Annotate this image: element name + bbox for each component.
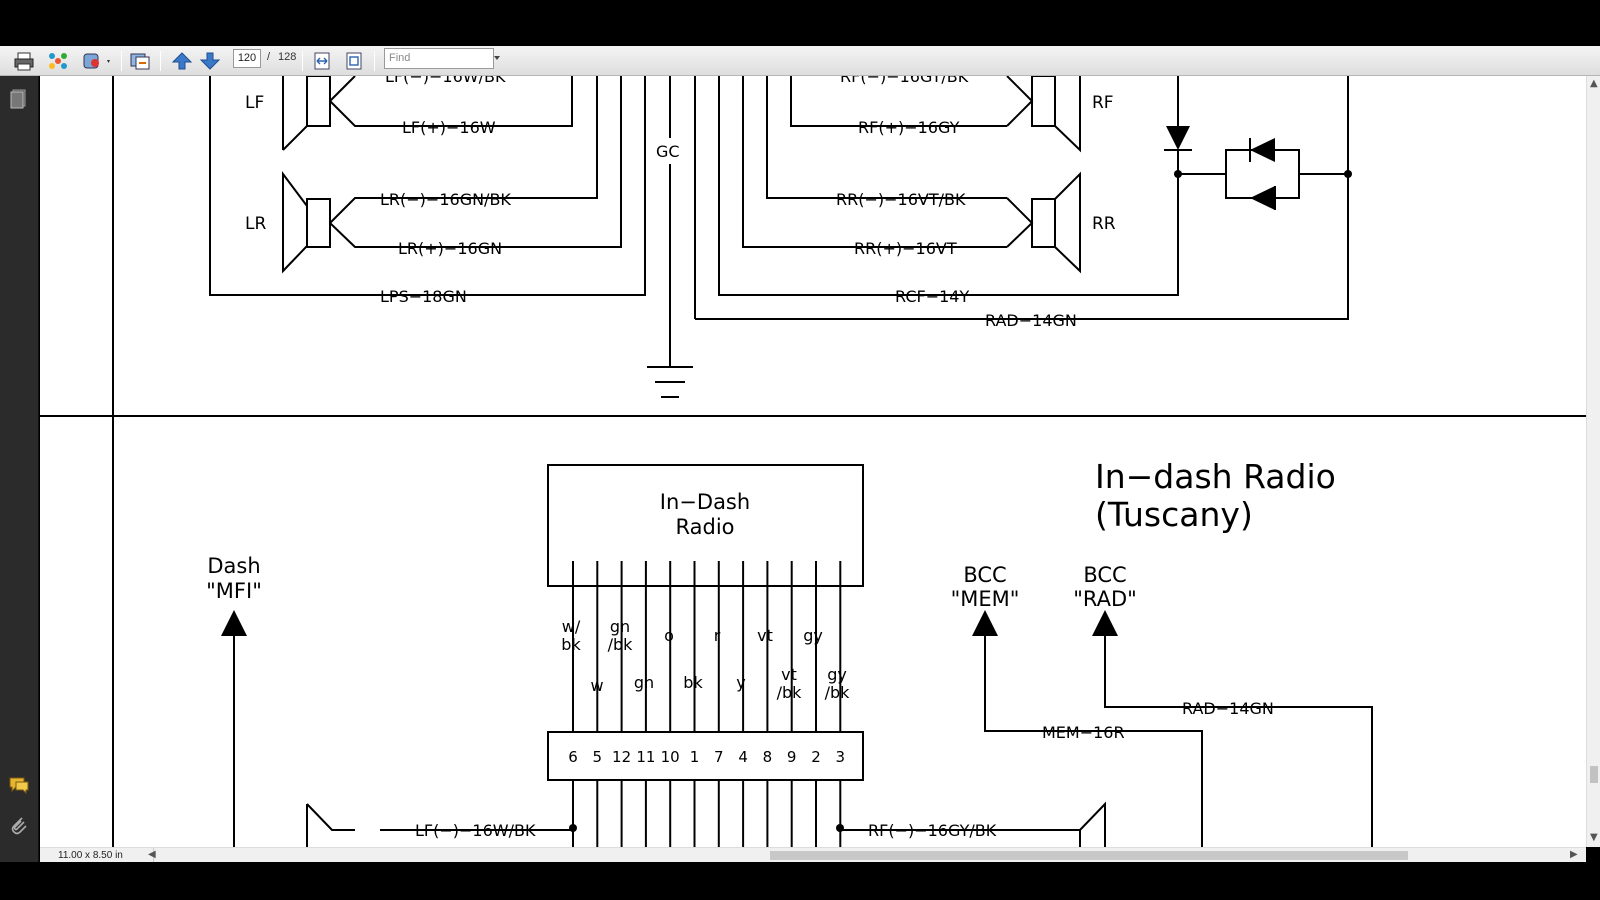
- pin-number: 1: [690, 748, 700, 766]
- wire-color-label: w/: [562, 617, 581, 636]
- toolbar: [0, 46, 1600, 116]
- radio-box-title-line2: Radio: [675, 515, 734, 539]
- wire-color-label: /bk: [777, 683, 803, 702]
- pin-number: 2: [811, 748, 821, 766]
- scroll-left-icon[interactable]: ◀: [148, 849, 156, 860]
- navigation-pane: [0, 76, 39, 862]
- pin-number: 6: [568, 748, 578, 766]
- attachments-icon[interactable]: [8, 814, 30, 836]
- page-number-input[interactable]: 120: [233, 49, 261, 68]
- wire-label-lf-pos: LF(+)−16W: [402, 118, 496, 137]
- dash-mfi-label-line2: "MFI": [206, 579, 262, 603]
- wire-color-label: /bk: [608, 635, 634, 654]
- wire-label-gc: GC: [656, 142, 680, 161]
- horizontal-scroll-thumb[interactable]: [770, 851, 1408, 860]
- pin-number: 3: [836, 748, 846, 766]
- bcc-mem-label-line1: BCC: [963, 563, 1006, 587]
- wire-color-label: vt: [781, 665, 797, 684]
- scroll-down-icon[interactable]: ▼: [1590, 832, 1598, 843]
- collaborate-icon[interactable]: [46, 50, 70, 72]
- speaker-lf-label: LF: [245, 93, 264, 113]
- wire-label-rf-neg-bottom: RF(−)−16GY/BK: [868, 821, 997, 840]
- page-separator: /: [267, 51, 271, 63]
- vertical-scrollbar[interactable]: ▲ ▼: [1586, 76, 1600, 847]
- wire-color-label: gy: [827, 665, 847, 684]
- find-dropdown-icon[interactable]: [494, 56, 500, 60]
- wire-label-rf-neg: RF(−)−16GY/BK: [840, 76, 969, 86]
- pages-icon[interactable]: [8, 88, 30, 110]
- speaker-lr-label: LR: [245, 214, 266, 234]
- find-input[interactable]: Find: [384, 48, 494, 69]
- share-icon[interactable]: [128, 50, 152, 72]
- wire-label-mem: MEM−16R: [1042, 723, 1125, 742]
- wire-label-lr-neg: LR(−)−16GN/BK: [380, 190, 511, 209]
- radio-pin-leads: [572, 561, 842, 847]
- wire-color-label: gn: [634, 673, 654, 692]
- section-title-line1: In−dash Radio: [1095, 457, 1336, 496]
- page-total: 128: [278, 51, 297, 63]
- diagram-linework: [40, 76, 1586, 847]
- next-page-icon[interactable]: [198, 50, 222, 72]
- pin-number: 9: [787, 748, 797, 766]
- wire-color-label: /bk: [825, 683, 851, 702]
- bottom-black-bar: [0, 862, 1600, 900]
- section-title-line2: (Tuscany): [1095, 495, 1253, 534]
- wire-label-lps: LPS−18GN: [380, 287, 467, 306]
- wire-label-rcf: RCF−14Y: [895, 287, 969, 306]
- previous-page-icon[interactable]: [170, 50, 194, 72]
- speaker-rr-label: RR: [1092, 214, 1116, 234]
- bcc-mem-label-line2: "MEM": [951, 587, 1020, 611]
- sign-menu-icon[interactable]: [80, 50, 114, 72]
- wire-color-label: gy: [803, 626, 823, 645]
- pin-number: 10: [661, 748, 680, 766]
- pin-number: 12: [612, 748, 631, 766]
- bcc-rad-label-line2: "RAD": [1073, 587, 1137, 611]
- wire-label-rf-pos: RF(+)−16GY: [858, 118, 960, 137]
- vertical-scroll-thumb[interactable]: [1590, 766, 1598, 783]
- wire-color-label: y: [736, 673, 745, 692]
- top-black-bar: [0, 0, 1600, 46]
- wire-label-lf-neg-bottom: LF(−)−16W/BK: [415, 821, 536, 840]
- dash-mfi-label-line1: Dash: [207, 554, 260, 578]
- document-page: LF LR RF RR LF(−)−16W/BK LF(+)−16W LR(−)…: [40, 76, 1586, 847]
- pin-number: 5: [593, 748, 603, 766]
- wire-label-lf-neg: LF(−)−16W/BK: [385, 76, 506, 86]
- scroll-up-icon[interactable]: ▲: [1590, 78, 1598, 89]
- horizontal-scrollbar[interactable]: 11.00 x 8.50 in ◀ ▶: [40, 847, 1586, 863]
- wire-label-rad: RAD−14GN: [985, 311, 1077, 330]
- wire-color-label: vt: [757, 626, 773, 645]
- bcc-rad-label-line1: BCC: [1083, 563, 1126, 587]
- wiring-diagram: LF LR RF RR LF(−)−16W/BK LF(+)−16W LR(−)…: [40, 76, 1586, 847]
- speaker-rf-label: RF: [1092, 93, 1114, 113]
- wire-color-label: bk: [683, 673, 703, 692]
- wire-color-label: gn: [610, 617, 630, 636]
- comments-icon[interactable]: [8, 774, 30, 796]
- wire-color-label: w: [590, 676, 603, 695]
- wire-color-label: r: [714, 626, 721, 645]
- wire-color-label: o: [664, 626, 674, 645]
- page-size-label: 11.00 x 8.50 in: [40, 848, 154, 863]
- fit-page-icon[interactable]: [342, 50, 366, 72]
- print-icon[interactable]: [12, 50, 36, 72]
- fit-width-icon[interactable]: [310, 50, 334, 72]
- wire-label-rr-pos: RR(+)−16VT: [854, 239, 957, 258]
- wire-label-lr-pos: LR(+)−16GN: [398, 239, 502, 258]
- wire-color-labels-upper: w/bk gn/bk o r vt gy: [561, 617, 823, 654]
- scroll-right-icon[interactable]: ▶: [1570, 849, 1578, 860]
- pin-number: 8: [763, 748, 773, 766]
- wire-label-rad-bottom: RAD−14GN: [1182, 699, 1274, 718]
- radio-box-title-line1: In−Dash: [660, 490, 750, 514]
- pin-number: 11: [636, 748, 655, 766]
- wire-label-rr-neg: RR(−)−16VT/BK: [836, 190, 966, 209]
- pin-number: 4: [738, 748, 748, 766]
- pin-number: 7: [714, 748, 724, 766]
- diagram-solid-marks: [221, 126, 1352, 832]
- wire-color-label: bk: [561, 635, 581, 654]
